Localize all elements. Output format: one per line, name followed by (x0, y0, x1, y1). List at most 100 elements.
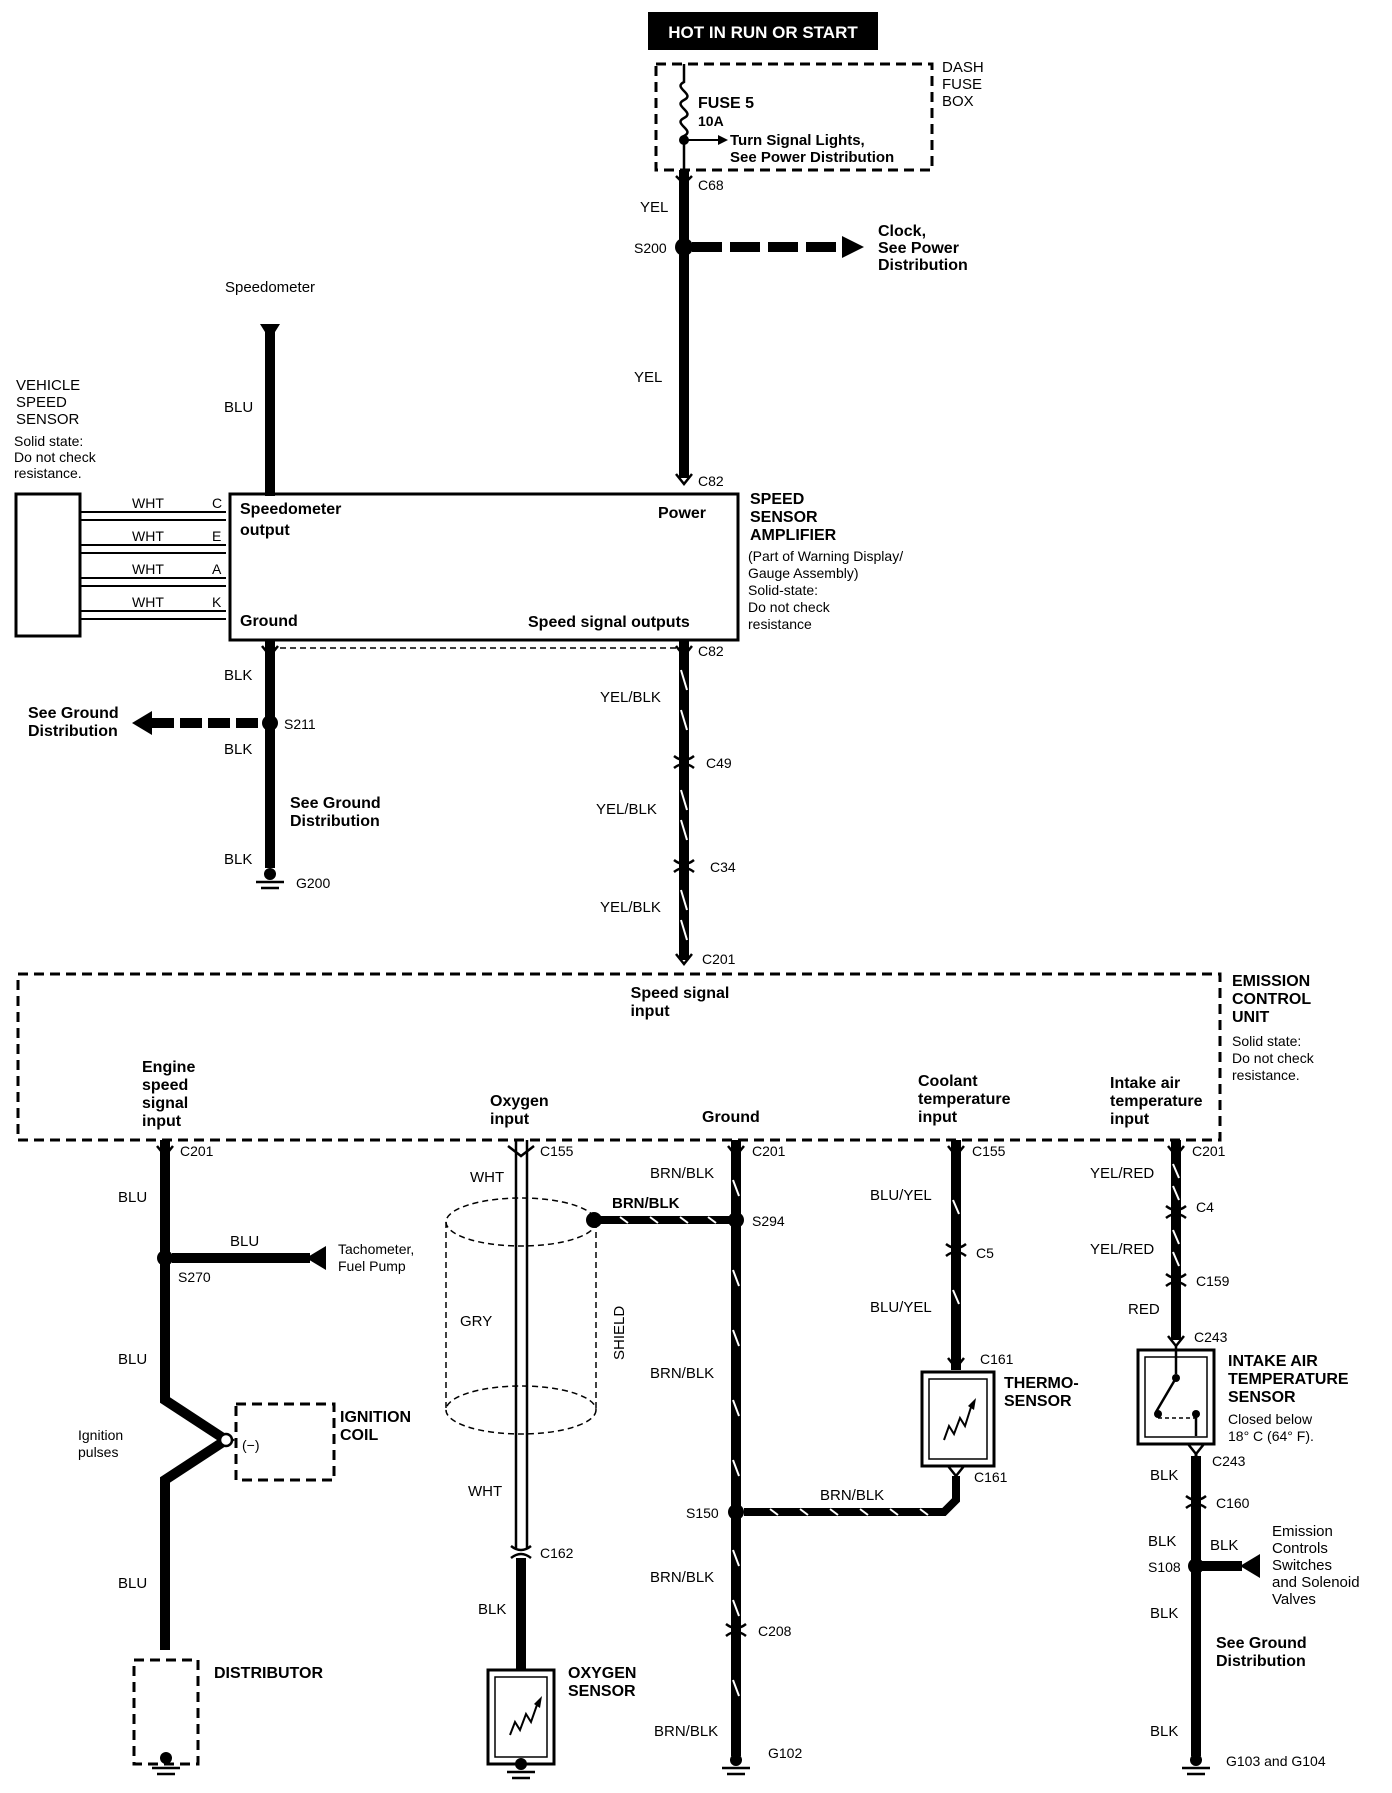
ecu-coolant-input-3: input (918, 1109, 958, 1126)
coolant-blu-yel-label-1: BLU/YEL (870, 1187, 932, 1204)
c201-top-label: C201 (702, 951, 736, 967)
ecu-note-1: Solid state: (1232, 1033, 1301, 1049)
intake-sensor-label-2: TEMPERATURE (1228, 1371, 1349, 1388)
s150-splice (728, 1504, 744, 1520)
intake-blk-label-5: BLK (1150, 1723, 1178, 1740)
vss-wire-3-color: WHT (132, 561, 164, 577)
oxygen-sensor-arrow (534, 1696, 542, 1708)
thermo-sensor-box (920, 1370, 996, 1468)
engine-blu-label-2: BLU (118, 1351, 147, 1368)
g200-blk-label-2: BLK (224, 741, 252, 758)
emission-label-5: Valves (1272, 1591, 1316, 1608)
distributor-label: DISTRIBUTOR (214, 1665, 323, 1682)
coolant-c161-top-connector (947, 1357, 965, 1371)
vss-wire-1-pin: C (212, 495, 222, 511)
s211-arrow (132, 711, 152, 735)
coolant-wire-stripes (952, 1199, 960, 1305)
clock-label-2: See Power (878, 240, 959, 257)
c82-label: C82 (698, 473, 724, 489)
thermo-sensor-arrow (968, 1398, 976, 1410)
c159-label: C159 (1196, 1273, 1230, 1289)
yel-blk-label-1: YEL/BLK (600, 689, 661, 706)
coolant-c161-bottom-label: C161 (974, 1469, 1008, 1485)
oxygen-c155-label: C155 (540, 1143, 574, 1159)
vss-title-1: VEHICLE (16, 377, 80, 394)
oxygen-wht-label-1: WHT (470, 1169, 504, 1186)
c243-bottom-label: C243 (1212, 1453, 1246, 1469)
amp-speed-outputs: Speed signal outputs (528, 614, 690, 631)
c4-connector (1165, 1204, 1187, 1220)
fuse-name: FUSE 5 (698, 95, 754, 112)
intake-switch-symbol (1154, 1346, 1200, 1436)
dash-fuse-box-label-1: DASH (942, 59, 984, 76)
engine-c201-label: C201 (180, 1143, 214, 1159)
ign-coil-label-1: IGNITION (340, 1409, 411, 1426)
c5-connector (945, 1242, 967, 1258)
fuse-rating: 10A (698, 113, 724, 129)
intake-sensor-label-1: INTAKE AIR (1228, 1353, 1318, 1370)
vss-note-1: Solid state: (14, 433, 83, 449)
ecu-speed-input-2: input (630, 1003, 670, 1020)
dash-fuse-box-label-2: FUSE (942, 76, 982, 93)
emission-label-3: Switches (1272, 1557, 1332, 1574)
ign-pulses-1: Ignition (78, 1427, 123, 1443)
ground-wire-stripes (732, 1179, 740, 1697)
yel-label-2: YEL (634, 369, 662, 386)
ecu-ground: Ground (702, 1109, 760, 1126)
clock-label-3: Distribution (878, 257, 968, 274)
c34-label: C34 (710, 859, 736, 875)
engine-blu-label-3: BLU (118, 1575, 147, 1592)
ground-brn-blk-label-4: BRN/BLK (654, 1723, 718, 1740)
shield-brn-blk-label: BRN/BLK (612, 1195, 680, 1212)
g102-label: G102 (768, 1745, 802, 1761)
c160-connector (1185, 1494, 1207, 1510)
vss-wire-1-color: WHT (132, 495, 164, 511)
ecu-title-2: CONTROL (1232, 991, 1311, 1008)
s150-label: S150 (686, 1505, 719, 1521)
amp-title-1: SPEED (750, 491, 804, 508)
ecu-oxygen-input-1: Oxygen (490, 1093, 549, 1110)
fuse-symbol (679, 64, 689, 170)
oxygen-wht-label-2: WHT (468, 1483, 502, 1500)
yel-blk-label-3: YEL/BLK (600, 899, 661, 916)
intake-see-ground-2: Distribution (1216, 1653, 1306, 1670)
intake-blk-label-2: BLK (1148, 1533, 1176, 1550)
c49-label: C49 (706, 755, 732, 771)
thermo-sensor-symbol (943, 1403, 973, 1441)
emission-label-1: Emission (1272, 1523, 1333, 1540)
ecu-box (16, 972, 1222, 1142)
c208-label: C208 (758, 1623, 792, 1639)
intake-sensor-label-3: SENSOR (1228, 1389, 1296, 1406)
intake-blk-label-1: BLK (1150, 1467, 1178, 1484)
amp-note-2: Gauge Assembly) (748, 565, 859, 581)
oxygen-sensor-label-2: SENSOR (568, 1683, 636, 1700)
emission-label-2: Controls (1272, 1540, 1328, 1557)
ecu-engine-input-2: speed (142, 1077, 188, 1094)
s200-splice (675, 238, 693, 256)
speedometer-label: Speedometer (225, 279, 315, 296)
ecu-speed-input-1: Speed signal (631, 985, 730, 1002)
s270-splice (157, 1250, 173, 1266)
hot-label: HOT IN RUN OR START (668, 23, 858, 42)
distributor-box (132, 1658, 200, 1766)
ecu-title-3: UNIT (1232, 1009, 1270, 1026)
intake-yel-red-label-1: YEL/RED (1090, 1165, 1154, 1182)
ground-brn-blk-label-2: BRN/BLK (650, 1365, 714, 1382)
amp-note-4: Do not check (748, 599, 831, 615)
shield-label: SHIELD (611, 1306, 628, 1360)
ecu-title-1: EMISSION (1232, 973, 1310, 990)
emission-arrow (1240, 1554, 1260, 1578)
vss-title-3: SENSOR (16, 411, 80, 428)
coolant-blu-yel-label-2: BLU/YEL (870, 1299, 932, 1316)
s211-splice (262, 715, 278, 731)
c160-label: C160 (1216, 1495, 1250, 1511)
amp-title-3: AMPLIFIER (750, 527, 837, 544)
engine-blu-label-1: BLU (118, 1189, 147, 1206)
emission-label-4: and Solenoid (1272, 1574, 1360, 1591)
vss-wire-4-pin: K (212, 594, 222, 610)
ecu-engine-input-1: Engine (142, 1059, 195, 1076)
ecu-oxygen-input-2: input (490, 1111, 530, 1128)
coolant-return-label: BRN/BLK (820, 1487, 884, 1504)
amp-note-1: (Part of Warning Display/ (748, 548, 903, 564)
ecu-intake-input-2: temperature (1110, 1093, 1203, 1110)
